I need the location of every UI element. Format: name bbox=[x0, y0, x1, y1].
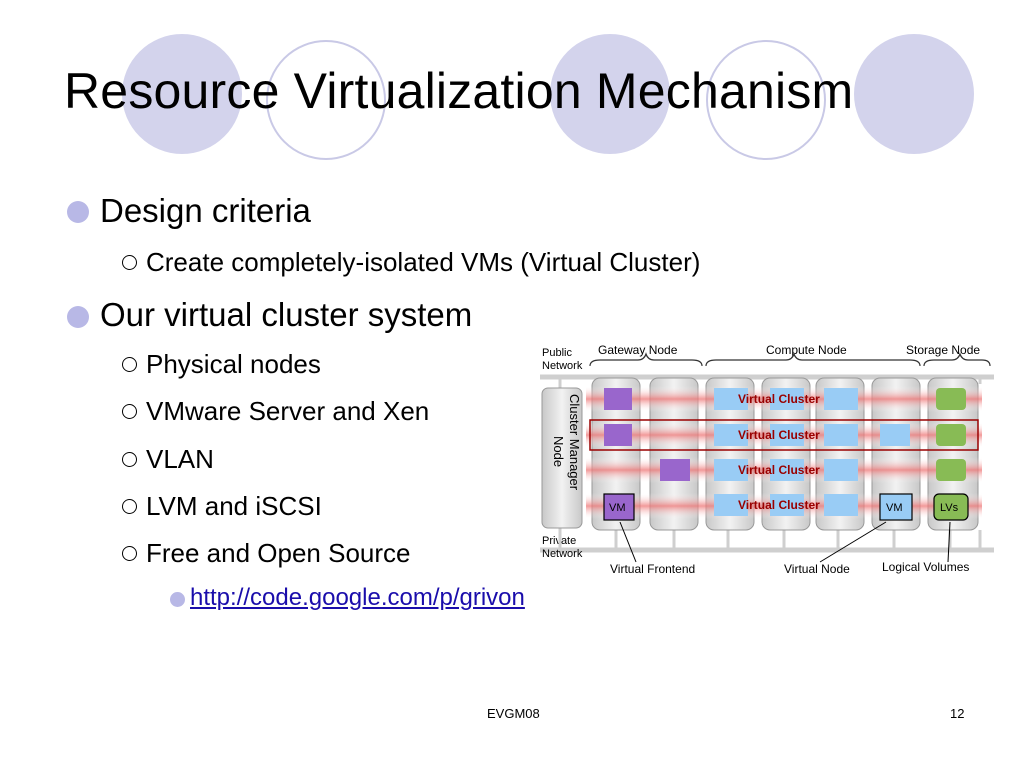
vm-label: VM bbox=[886, 502, 903, 514]
bullet-ring-icon bbox=[122, 357, 137, 372]
virtual-cluster-label: Virtual Cluster bbox=[738, 428, 820, 442]
vm-label: VM bbox=[609, 502, 626, 514]
bullet-virtual-cluster-system: Our virtual cluster system bbox=[100, 296, 473, 333]
bullet-free-open-source: Free and Open Source bbox=[146, 538, 411, 568]
virtual-frontend-label: Virtual Frontend bbox=[610, 562, 695, 576]
virtual-node-label: Virtual Node bbox=[784, 562, 850, 576]
bullet-isolated-vms: Create completely-isolated VMs (Virtual … bbox=[146, 247, 701, 277]
slide-title: Resource Virtualization Mechanism bbox=[64, 63, 854, 119]
bullet-ring-icon bbox=[122, 452, 137, 467]
gateway-node-label: Gateway Node bbox=[598, 343, 678, 357]
decor-circle bbox=[550, 34, 670, 154]
public-network-label: Public bbox=[542, 347, 572, 359]
bullet-physical-nodes: Physical nodes bbox=[146, 349, 321, 379]
bullet-dot-icon bbox=[170, 592, 185, 607]
decor-circle bbox=[266, 40, 386, 160]
virtual-cluster-label: Virtual Cluster bbox=[738, 498, 820, 512]
logical-volumes-label: Logical Volumes bbox=[882, 560, 969, 574]
vm-row-2 bbox=[604, 424, 966, 446]
virtual-cluster-label: Virtual Cluster bbox=[738, 463, 820, 477]
bullet-lvm-iscsi: LVM and iSCSI bbox=[146, 491, 322, 521]
bullet-vmware-xen: VMware Server and Xen bbox=[146, 396, 430, 426]
vm-row-3 bbox=[660, 459, 966, 481]
bullet-ring-icon bbox=[122, 499, 137, 514]
vm-row-4 bbox=[603, 493, 969, 521]
cluster-manager-label: Cluster Manager bbox=[567, 394, 582, 491]
gateway-brace bbox=[589, 352, 703, 367]
footer-center: EVGM08 bbox=[487, 706, 540, 721]
compute-node-label: Compute Node bbox=[766, 343, 847, 357]
callout-lines bbox=[619, 521, 951, 563]
storage-node-label: Storage Node bbox=[906, 343, 980, 357]
physical-nodes bbox=[591, 377, 979, 531]
highlighted-cluster-outline bbox=[589, 419, 979, 451]
architecture-diagram: Public Network Gateway Node Compute Node… bbox=[540, 343, 994, 576]
bullet-vlan: VLAN bbox=[146, 444, 214, 474]
cluster-manager-label: Node bbox=[551, 436, 566, 467]
page-number: 12 bbox=[950, 706, 965, 721]
compute-brace bbox=[705, 352, 921, 367]
project-link[interactable]: http://code.google.com/p/grivon bbox=[190, 584, 525, 611]
decor-circle bbox=[854, 34, 974, 154]
bullet-ring-icon bbox=[122, 255, 137, 270]
decor-circle bbox=[122, 34, 242, 154]
lvs-label: LVs bbox=[940, 502, 959, 514]
vm-row-1 bbox=[604, 388, 966, 410]
bullet-ring-icon bbox=[122, 404, 137, 419]
bullet-design-criteria: Design criteria bbox=[100, 192, 311, 229]
virtual-cluster-label: Virtual Cluster bbox=[738, 392, 820, 406]
decor-circle bbox=[706, 40, 826, 160]
bullet-dot-icon bbox=[67, 306, 89, 328]
private-network-label: Network bbox=[542, 548, 583, 560]
public-network-label: Network bbox=[542, 360, 583, 372]
cluster-manager-node bbox=[541, 387, 583, 529]
bullet-ring-icon bbox=[122, 546, 137, 561]
bullet-dot-icon bbox=[67, 201, 89, 223]
storage-brace bbox=[923, 352, 991, 367]
